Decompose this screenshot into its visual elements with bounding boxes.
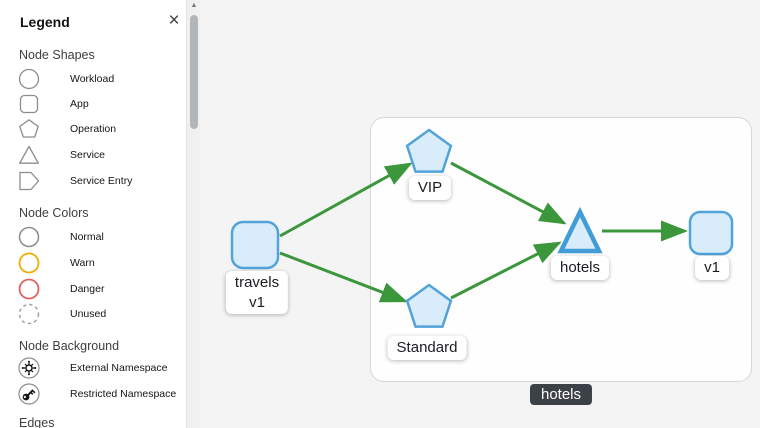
scrollbar-up-icon[interactable]: ▲	[190, 2, 198, 9]
edge-travels-v1-to-vip[interactable]	[279, 162, 413, 238]
graph-svg	[230, 128, 734, 328]
node-standard[interactable]	[405, 283, 453, 328]
legend-item-label: External Namespace	[70, 362, 168, 374]
legend-item-label: Restricted Namespace	[70, 388, 177, 400]
section-node-colors: Node Colors	[19, 206, 89, 220]
triangle-shape-icon	[19, 145, 39, 164]
legend-item-label: Service	[70, 149, 106, 161]
legend-item-label: Danger	[70, 283, 105, 295]
tag-shape-icon	[19, 171, 40, 191]
legend-item-external-namespace: External Namespace	[18, 356, 167, 380]
legend-panel: Legend × Node Shapes Workload App Operat…	[0, 0, 200, 428]
section-edges: Edges	[19, 416, 55, 428]
edge-standard-to-hotels[interactable]	[450, 241, 562, 300]
rounded-square-shape-icon	[19, 94, 39, 114]
legend-title: Legend	[20, 14, 70, 30]
danger-color-icon	[18, 278, 40, 300]
node-v1[interactable]	[688, 210, 734, 256]
node-label-hotels[interactable]: hotels	[550, 256, 610, 280]
namespace-badge-hotels[interactable]: hotels	[529, 384, 593, 405]
legend-item-warn: Warn	[18, 251, 95, 275]
node-label-travels-v1[interactable]: travels v1	[225, 271, 289, 314]
legend-item-label: App	[70, 98, 89, 110]
legend-item-label: Normal	[70, 231, 104, 243]
normal-color-icon	[18, 226, 40, 248]
node-label-vip[interactable]: VIP	[408, 176, 452, 200]
legend-item-normal: Normal	[18, 225, 104, 249]
legend-item-label: Service Entry	[70, 175, 133, 187]
warn-color-icon	[18, 252, 40, 274]
key-icon	[18, 383, 40, 405]
legend-item-app: App	[18, 92, 89, 116]
close-icon: ×	[168, 10, 180, 31]
legend-item-danger: Danger	[18, 277, 104, 301]
node-layer	[230, 128, 734, 328]
node-label-standard[interactable]: Standard	[387, 336, 467, 360]
section-node-background: Node Background	[19, 339, 120, 353]
node-travels-v1[interactable]	[230, 220, 280, 270]
legend-close-button[interactable]: ×	[162, 9, 186, 33]
legend-scrollbar-thumb[interactable]	[190, 15, 198, 129]
legend-scrollbar[interactable]: ▲	[186, 0, 200, 428]
legend-item-unused: Unused	[18, 302, 106, 326]
legend-item-service: Service	[18, 143, 105, 167]
edge-vip-to-hotels[interactable]	[450, 161, 567, 225]
edge-travels-v1-to-standard[interactable]	[279, 251, 408, 303]
node-vip[interactable]	[405, 128, 453, 173]
circle-shape-icon	[18, 68, 40, 90]
legend-item-service-entry: Service Entry	[18, 169, 132, 193]
legend-item-label: Workload	[70, 73, 115, 85]
node-label-v1[interactable]: v1	[695, 256, 729, 280]
legend-item-restricted-namespace: Restricted Namespace	[18, 382, 176, 406]
graph-canvas[interactable]: travels v1 VIP Standard hotels v1 hotels	[200, 0, 760, 428]
legend-item-label: Warn	[70, 257, 95, 269]
legend-item-operation: Operation	[18, 117, 116, 141]
section-node-shapes: Node Shapes	[19, 48, 95, 62]
legend-item-label: Operation	[70, 123, 117, 135]
node-hotels[interactable]	[557, 206, 603, 254]
virus-icon	[18, 357, 40, 379]
legend-item-workload: Workload	[18, 67, 114, 91]
pentagon-shape-icon	[19, 119, 39, 138]
edge-layer	[279, 161, 688, 303]
unused-color-icon	[18, 303, 40, 325]
legend-item-label: Unused	[70, 308, 107, 320]
